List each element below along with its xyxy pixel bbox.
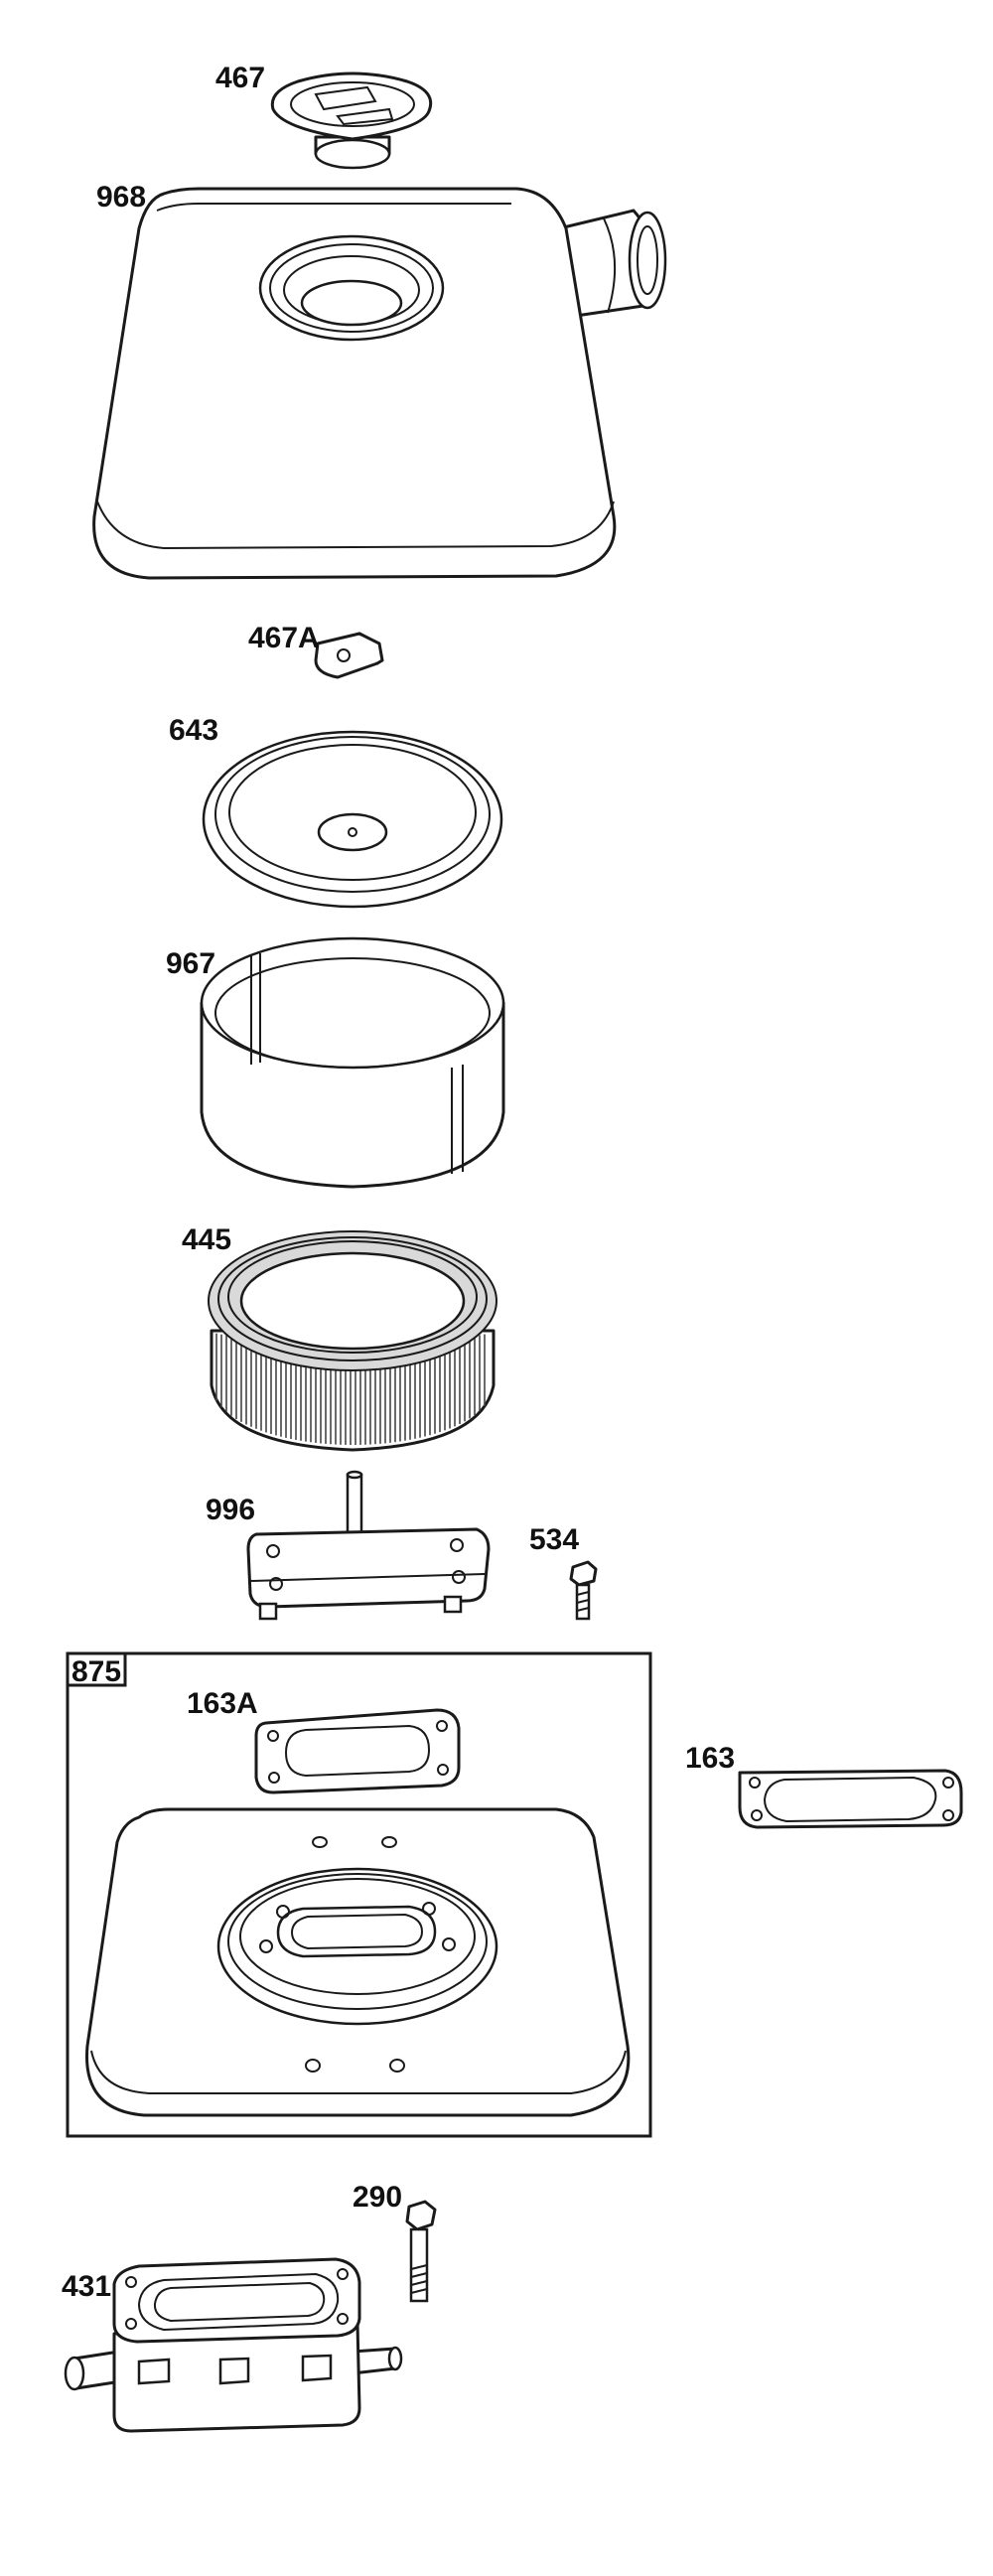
part-875-base	[84, 1807, 631, 2117]
part-467A-wing-nut	[314, 632, 384, 679]
label-643: 643	[169, 714, 218, 747]
part-534-bolt	[569, 1560, 598, 1621]
part-643-cover-plate	[202, 730, 503, 909]
kit-875-tag	[66, 1651, 127, 1687]
part-290-bolt	[405, 2200, 437, 2303]
part-431-adapter	[64, 2257, 403, 2433]
label-967: 967	[166, 947, 215, 980]
part-968-cover	[92, 187, 667, 580]
part-163A-gasket	[254, 1708, 461, 1794]
label-968: 968	[96, 181, 146, 214]
label-467A: 467A	[248, 622, 320, 654]
label-431: 431	[62, 2270, 111, 2303]
label-163A: 163A	[187, 1687, 258, 1720]
label-467: 467	[215, 62, 265, 94]
label-445: 445	[182, 1223, 231, 1256]
label-290: 290	[353, 2181, 402, 2214]
part-467-knob	[270, 72, 433, 170]
part-445-filter	[208, 1230, 497, 1452]
label-875: 875	[71, 1655, 121, 1688]
kit-875-frame	[66, 1651, 652, 2138]
label-163: 163	[685, 1742, 735, 1775]
part-996-base-plate	[246, 1470, 491, 1621]
part-163-gasket	[738, 1769, 963, 1829]
part-967-precleaner	[200, 936, 505, 1189]
label-996: 996	[206, 1494, 255, 1526]
label-534: 534	[529, 1523, 579, 1556]
